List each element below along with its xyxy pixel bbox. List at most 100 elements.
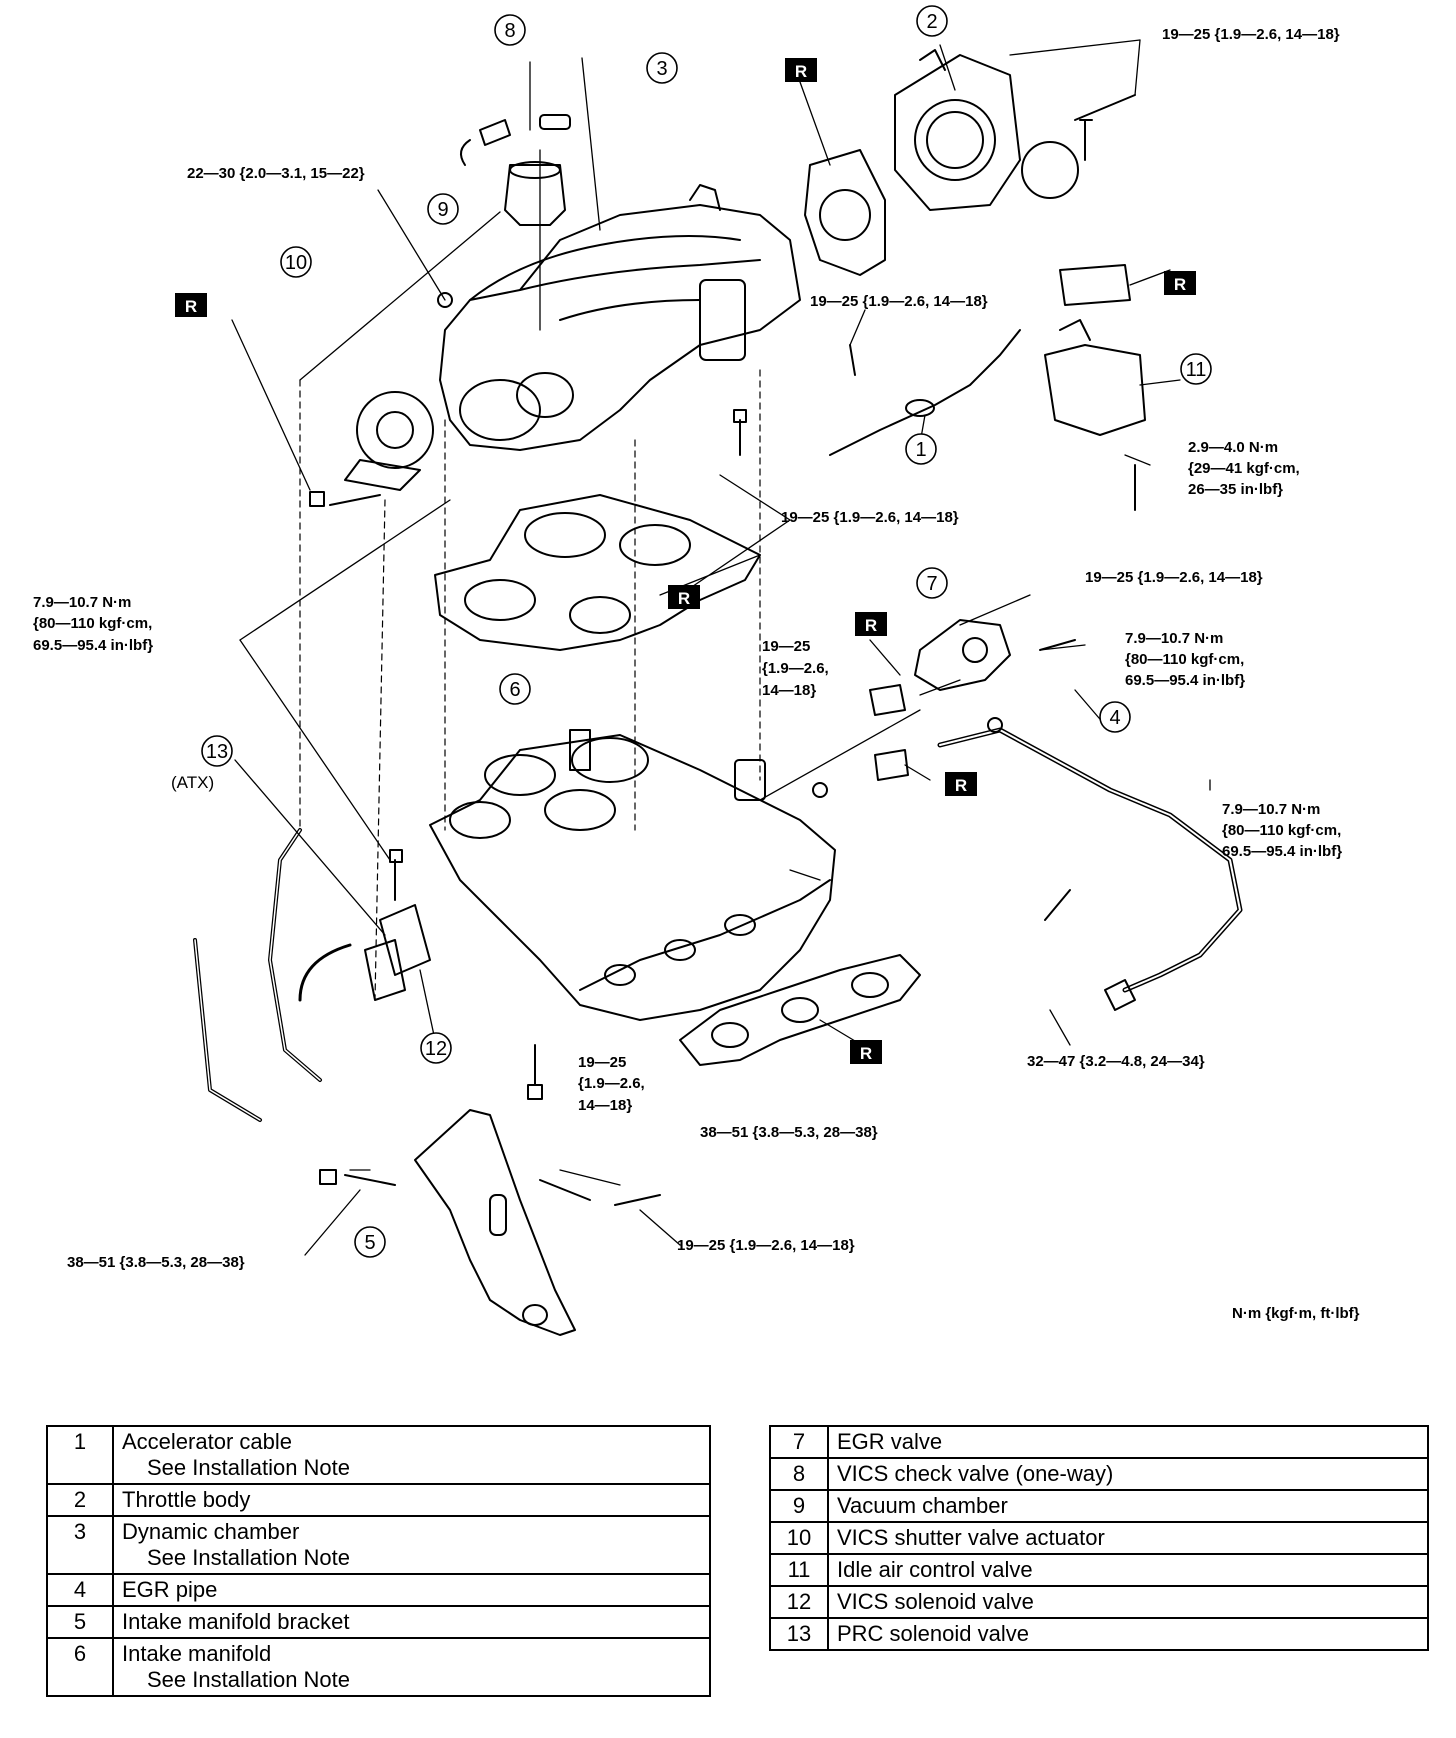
torque-left-1: 7.9—10.7 N·m: [33, 594, 131, 611]
part-name: PRC solenoid valve: [827, 1617, 1429, 1651]
replace-mark: R: [955, 776, 967, 795]
upper-gasket-drawing: [434, 494, 761, 651]
part-number: 13: [769, 1617, 829, 1651]
torque-center-1: 19—25: [762, 638, 810, 655]
part-number: 9: [769, 1489, 829, 1523]
callout-7: 7: [926, 573, 937, 595]
part-name: VICS shutter valve actuator: [827, 1521, 1429, 1555]
torque-bracket-left: 38—51 {3.8—5.3, 28—38}: [67, 1254, 245, 1271]
table-row: 5 Intake manifold bracket: [46, 1605, 711, 1639]
torque-mid: 19—25 {1.9—2.6, 14—18}: [781, 509, 959, 526]
torque-egr-mid-2: {80—110 kgf·cm,: [1125, 651, 1244, 668]
part-name: Throttle body: [112, 1483, 711, 1517]
replace-mark: R: [860, 1044, 872, 1063]
torque-egr-pipe-nut: 32—47 {3.2—4.8, 24—34}: [1027, 1053, 1205, 1070]
callout-4: 4: [1109, 707, 1120, 729]
callout-2: 2: [926, 11, 937, 33]
intake-manifold-bracket-drawing: [414, 1109, 576, 1336]
torque-bottom-bolt-2: {1.9—2.6,: [578, 1075, 645, 1092]
installation-note: See Installation Note: [147, 1667, 351, 1692]
exhaust-side-gasket-drawing: [679, 954, 921, 1066]
replace-mark: R: [865, 616, 877, 635]
replace-mark: R: [795, 62, 807, 81]
part-name: EGR valve: [827, 1425, 1429, 1459]
bolts: [309, 94, 1136, 1206]
torque-pipe-1: 7.9—10.7 N·m: [1222, 801, 1320, 818]
table-row: 4 EGR pipe: [46, 1573, 711, 1607]
part-name: Intake manifold bracket: [112, 1605, 711, 1639]
prc-solenoid-drawing: [364, 939, 406, 1001]
table-row: 13 PRC solenoid valve: [769, 1617, 1429, 1651]
torque-units-note: N·m {kgf·m, ft·lbf}: [1232, 1305, 1360, 1322]
atx-label: (ATX): [171, 773, 214, 792]
callout-8: 8: [504, 20, 515, 42]
installation-note: See Installation Note: [147, 1455, 351, 1480]
replace-mark: R: [1174, 275, 1186, 294]
table-row: 7 EGR valve: [769, 1425, 1429, 1459]
part-number: 4: [46, 1573, 114, 1607]
table-row: 12 VICS solenoid valve: [769, 1585, 1429, 1619]
table-row: 2 Throttle body: [46, 1483, 711, 1517]
torque-left-3: 69.5—95.4 in·lbf}: [33, 637, 153, 654]
vics-solenoid-drawing: [379, 904, 431, 976]
part-number: 11: [769, 1553, 829, 1587]
torque-center-3: 14—18}: [762, 682, 816, 699]
callout-9: 9: [437, 199, 448, 221]
egr-pipe-drawing: [937, 727, 1243, 993]
exploded-intake-diagram: 8 3 2 9 10 11 1 7 6 4 13 12 5 (ATX) R R …: [33, 5, 1360, 1336]
torque-chamber-left: 22—30 {2.0—3.1, 15—22}: [187, 165, 365, 182]
iac-valve-drawing: [1044, 344, 1146, 436]
throttle-gasket-drawing: [804, 149, 886, 276]
part-number: 2: [46, 1483, 114, 1517]
part-number: 10: [769, 1521, 829, 1555]
part-number: 8: [769, 1457, 829, 1491]
throttle-body-drawing: [894, 49, 1079, 211]
egr-valve-drawing: [914, 619, 1011, 691]
torque-bracket-upper: 38—51 {3.8—5.3, 28—38}: [700, 1124, 878, 1141]
part-name: Vacuum chamber: [827, 1489, 1429, 1523]
table-row: 9 Vacuum chamber: [769, 1489, 1429, 1523]
torque-bottom-bolt-1: 19—25: [578, 1054, 626, 1071]
table-row: 8 VICS check valve (one-way): [769, 1457, 1429, 1491]
part-number: 7: [769, 1425, 829, 1459]
part-number: 5: [46, 1605, 114, 1639]
callout-5: 5: [364, 1232, 375, 1254]
part-number: 3: [46, 1515, 114, 1575]
torque-iac-1: 2.9—4.0 N·m: [1188, 439, 1278, 456]
installation-note: See Installation Note: [147, 1545, 351, 1570]
torque-pipe-2: {80—110 kgf·cm,: [1222, 822, 1341, 839]
callout-6: 6: [509, 679, 520, 701]
part-name: VICS check valve (one-way): [827, 1457, 1429, 1491]
callout-3: 3: [656, 58, 667, 80]
replace-mark: R: [185, 297, 197, 316]
torque-egr-valve: 19—25 {1.9—2.6, 14—18}: [1085, 569, 1263, 586]
iac-gasket-drawing: [1059, 264, 1131, 306]
part-number: 1: [46, 1425, 114, 1485]
torque-throttle-body: 19—25 {1.9—2.6, 14—18}: [1162, 26, 1340, 43]
part-number: 12: [769, 1585, 829, 1619]
part-name: EGR pipe: [112, 1573, 711, 1607]
callout-12: 12: [425, 1038, 447, 1060]
accelerator-cable-drawing: [829, 329, 1021, 456]
torque-bottom-bolt-3: 14—18}: [578, 1097, 632, 1114]
callout-1: 1: [915, 439, 926, 461]
torque-bracket-right: 19—25 {1.9—2.6, 14—18}: [677, 1237, 855, 1254]
torque-center-2: {1.9—2.6,: [762, 660, 829, 677]
torque-egr-mid-1: 7.9—10.7 N·m: [1125, 630, 1223, 647]
intake-manifold-drawing: [429, 729, 836, 1021]
callout-13: 13: [206, 741, 228, 763]
torque-bracket-top: 19—25 {1.9—2.6, 14—18}: [810, 293, 988, 310]
part-number: 6: [46, 1637, 114, 1697]
torque-iac-2: {29—41 kgf·cm,: [1188, 460, 1300, 477]
part-name: Idle air control valve: [827, 1553, 1429, 1587]
replace-mark: R: [678, 589, 690, 608]
torque-pipe-3: 69.5—95.4 in·lbf}: [1222, 843, 1342, 860]
part-name: VICS solenoid valve: [827, 1585, 1429, 1619]
